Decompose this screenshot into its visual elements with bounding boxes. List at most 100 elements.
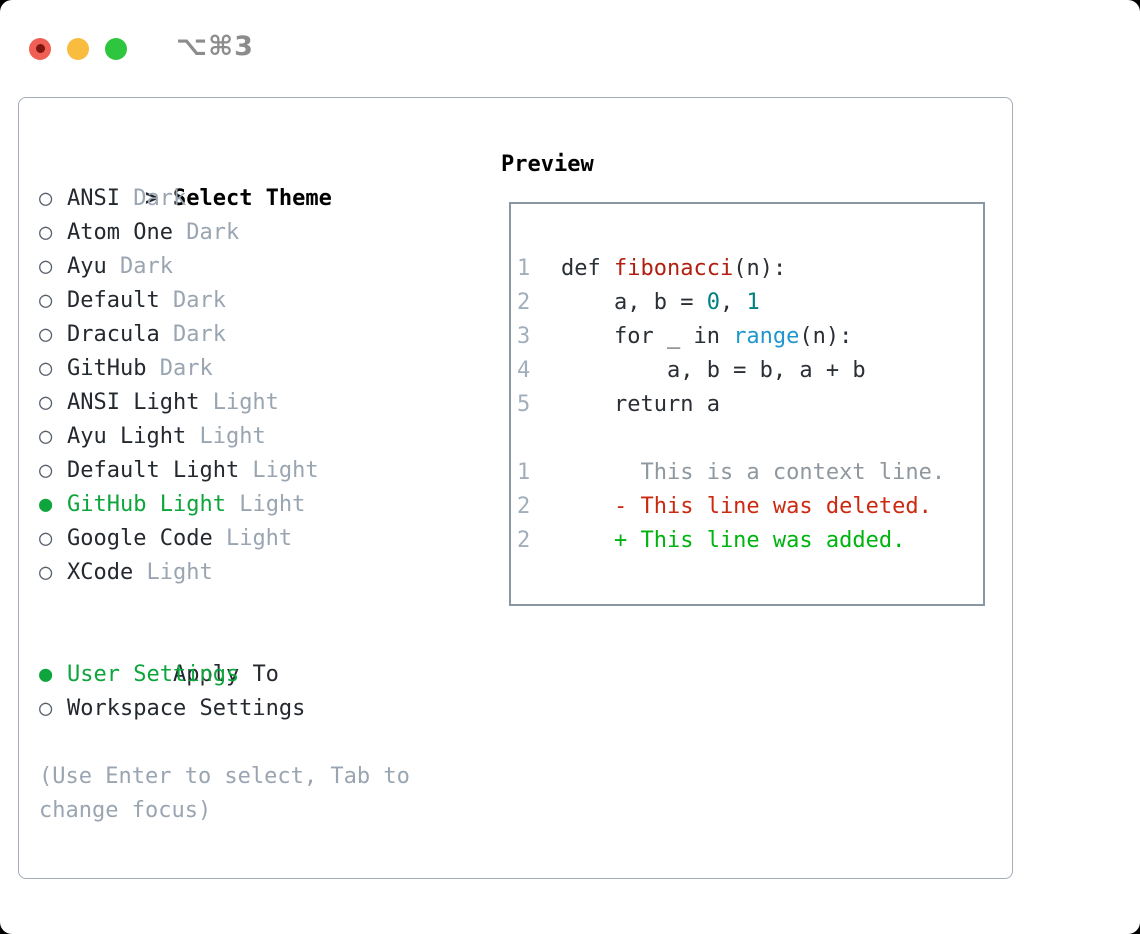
- theme-variant-label: Dark: [172, 220, 240, 245]
- theme-variant-label: Dark: [159, 288, 226, 313]
- option-label: Google Code: [67, 526, 213, 551]
- line-number: 1: [517, 256, 531, 281]
- radio-icon: ○: [39, 458, 53, 483]
- code-line: 1 This is a context line.: [517, 456, 983, 490]
- option-label: Workspace Settings: [67, 696, 306, 721]
- prompt-caret-icon: >: [144, 186, 159, 211]
- code-token-number: 0: [706, 290, 720, 315]
- line-number: 5: [517, 392, 531, 417]
- apply-to-header: Apply To: [39, 624, 479, 687]
- theme-option-default-light[interactable]: ○ Default Light Light: [39, 454, 479, 488]
- code-token-plain: for _ in: [561, 324, 734, 349]
- line-number: 1: [517, 460, 531, 485]
- option-label: Atom One: [67, 220, 173, 245]
- option-label: User Settings: [67, 662, 240, 687]
- theme-option-ayu[interactable]: ○ Ayu Dark: [39, 250, 479, 284]
- code-line: [517, 422, 983, 456]
- theme-variant-label: Dark: [119, 186, 187, 211]
- theme-variant-label: Light: [133, 560, 213, 585]
- line-number: 4: [517, 358, 531, 383]
- theme-variant-label: Light: [199, 390, 279, 415]
- option-label: GitHub Light: [67, 492, 226, 517]
- code-line: 2 a, b = 0, 1: [517, 286, 983, 320]
- theme-option-ayu-light[interactable]: ○ Ayu Light Light: [39, 420, 479, 454]
- code-token-plain: return a: [561, 392, 720, 417]
- keyboard-hint: (Use Enter to select, Tab to change focu…: [39, 764, 410, 823]
- theme-picker-panel: > Select Theme ○ ANSI Dark ○ Atom One Dark ○ A…: [18, 97, 1013, 879]
- code-line: 2 - This line was deleted.: [517, 490, 983, 524]
- option-label: ANSI Light: [67, 390, 200, 415]
- radio-icon: ○: [39, 390, 53, 415]
- apply-option-user-settings[interactable]: ● User Settings: [39, 658, 479, 692]
- line-number: 2: [517, 290, 531, 315]
- radio-icon: ○: [39, 220, 53, 245]
- code-token-plain: a, b = b, a + b: [561, 358, 866, 383]
- theme-variant-label: Light: [239, 458, 319, 483]
- option-label: Default Light: [67, 458, 240, 483]
- radio-icon: ○: [39, 288, 53, 313]
- theme-option-atom-one[interactable]: ○ Atom One Dark: [39, 216, 479, 250]
- radio-icon: ○: [39, 186, 53, 211]
- code-token-plain: def: [561, 256, 614, 281]
- theme-option-xcode[interactable]: ○ XCode Light: [39, 556, 479, 590]
- theme-option-github[interactable]: ○ GitHub Dark: [39, 352, 479, 386]
- theme-variant-label: Dark: [146, 356, 213, 381]
- close-dot-icon: [35, 44, 45, 53]
- option-label: Default: [67, 288, 160, 313]
- code-token-added: + This line was added.: [561, 528, 906, 553]
- radio-icon: ○: [39, 560, 53, 585]
- theme-option-ansi[interactable]: ○ ANSI Dark: [39, 182, 479, 216]
- theme-option-default[interactable]: ○ Default Dark: [39, 284, 479, 318]
- apply-to-options-list: ● User Settings ○ Workspace Settings: [39, 658, 479, 726]
- apply-option-workspace-settings[interactable]: ○ Workspace Settings: [39, 692, 479, 726]
- zoom-button[interactable]: [105, 37, 127, 60]
- minimize-button[interactable]: [67, 37, 89, 60]
- code-token-number: 1: [746, 290, 760, 315]
- radio-icon: ○: [39, 526, 53, 551]
- option-label: GitHub: [67, 356, 147, 381]
- theme-option-dracula[interactable]: ○ Dracula Dark: [39, 318, 479, 352]
- radio-icon: ○: [39, 254, 53, 279]
- radio-icon: ○: [39, 424, 53, 449]
- code-line: 5 return a: [517, 388, 983, 422]
- option-label: ANSI: [67, 186, 120, 211]
- code-line: 4 a, b = b, a + b: [517, 354, 983, 388]
- code-token-plain: (n):: [799, 324, 853, 349]
- option-label: Dracula: [67, 322, 160, 347]
- theme-variant-label: Dark: [106, 254, 173, 279]
- window-title: ⌥⌘3: [176, 31, 254, 62]
- theme-option-github-light[interactable]: ● GitHub Light Light: [39, 488, 479, 522]
- code-token-plain: ,: [719, 290, 747, 315]
- preview-title: Preview: [501, 152, 594, 177]
- code-token-plain: a, b =: [561, 290, 707, 315]
- radio-selected-icon: ●: [39, 492, 53, 517]
- line-number: 2: [517, 494, 531, 519]
- theme-variant-label: Light: [186, 424, 266, 449]
- theme-option-ansi-light[interactable]: ○ ANSI Light Light: [39, 386, 479, 420]
- radio-icon: ○: [39, 696, 53, 721]
- theme-variant-label: Light: [225, 492, 306, 517]
- code-token-context: This is a context line.: [561, 460, 946, 485]
- radio-icon: ○: [39, 322, 53, 347]
- radio-icon: ○: [39, 356, 53, 381]
- theme-option-google-code[interactable]: ○ Google Code Light: [39, 522, 479, 556]
- option-label: Ayu: [67, 254, 107, 279]
- select-theme-title: Select Theme: [172, 186, 332, 211]
- code-token-plain: (n):: [733, 256, 787, 281]
- window-titlebar: ⌥⌘3: [0, 0, 1140, 97]
- option-label: XCode: [67, 560, 134, 585]
- select-theme-header: > Select Theme: [39, 148, 479, 211]
- theme-variant-label: Dark: [159, 322, 226, 347]
- close-button[interactable]: [29, 37, 51, 60]
- code-token-builtin: range: [733, 324, 800, 349]
- option-label: Ayu Light: [67, 424, 187, 449]
- code-line: 3 for _ in range(n):: [517, 320, 983, 354]
- radio-selected-icon: ●: [39, 662, 53, 687]
- theme-variant-label: Light: [212, 526, 293, 551]
- line-number: 2: [517, 528, 531, 553]
- line-number: 3: [517, 324, 531, 349]
